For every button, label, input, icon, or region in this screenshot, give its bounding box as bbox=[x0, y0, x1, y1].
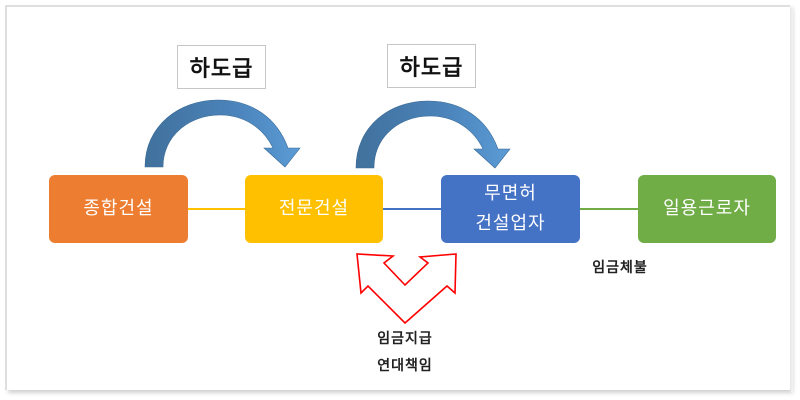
split-arrow-icon bbox=[356, 253, 457, 325]
subcontract-arrow-2 bbox=[355, 100, 511, 169]
joint-liability-arrow bbox=[356, 253, 457, 325]
node-unlicensed-contractor: 무면허 건설업자 bbox=[441, 175, 580, 243]
curved-arrow-icon bbox=[144, 99, 301, 168]
node-general-construction: 종합건설 bbox=[49, 175, 188, 243]
subcontract-label-2: 하도급 bbox=[387, 44, 476, 88]
wage-arrears-caption: 임금체불 bbox=[592, 260, 648, 276]
node-daily-worker: 일용근로자 bbox=[638, 175, 776, 243]
node-label: 일용근로자 bbox=[663, 198, 751, 219]
connector-general-specialty bbox=[188, 208, 245, 210]
joint-liability-caption-line2: 연대책임 bbox=[377, 358, 433, 374]
node-label-line1: 무면허 bbox=[484, 183, 537, 204]
subcontract-label-1: 하도급 bbox=[177, 45, 266, 89]
connector-unlicensed-daily-worker bbox=[580, 208, 638, 210]
curved-arrow-icon bbox=[355, 100, 511, 169]
node-label-line2: 건설업자 bbox=[475, 213, 546, 234]
joint-liability-caption-line1: 임금지급 bbox=[377, 331, 433, 347]
node-specialty-construction: 전문건설 bbox=[245, 175, 383, 243]
node-label: 종합건설 bbox=[83, 198, 154, 219]
connector-specialty-unlicensed bbox=[383, 208, 441, 210]
node-label: 전문건설 bbox=[278, 198, 350, 219]
subcontract-arrow-1 bbox=[144, 99, 301, 168]
